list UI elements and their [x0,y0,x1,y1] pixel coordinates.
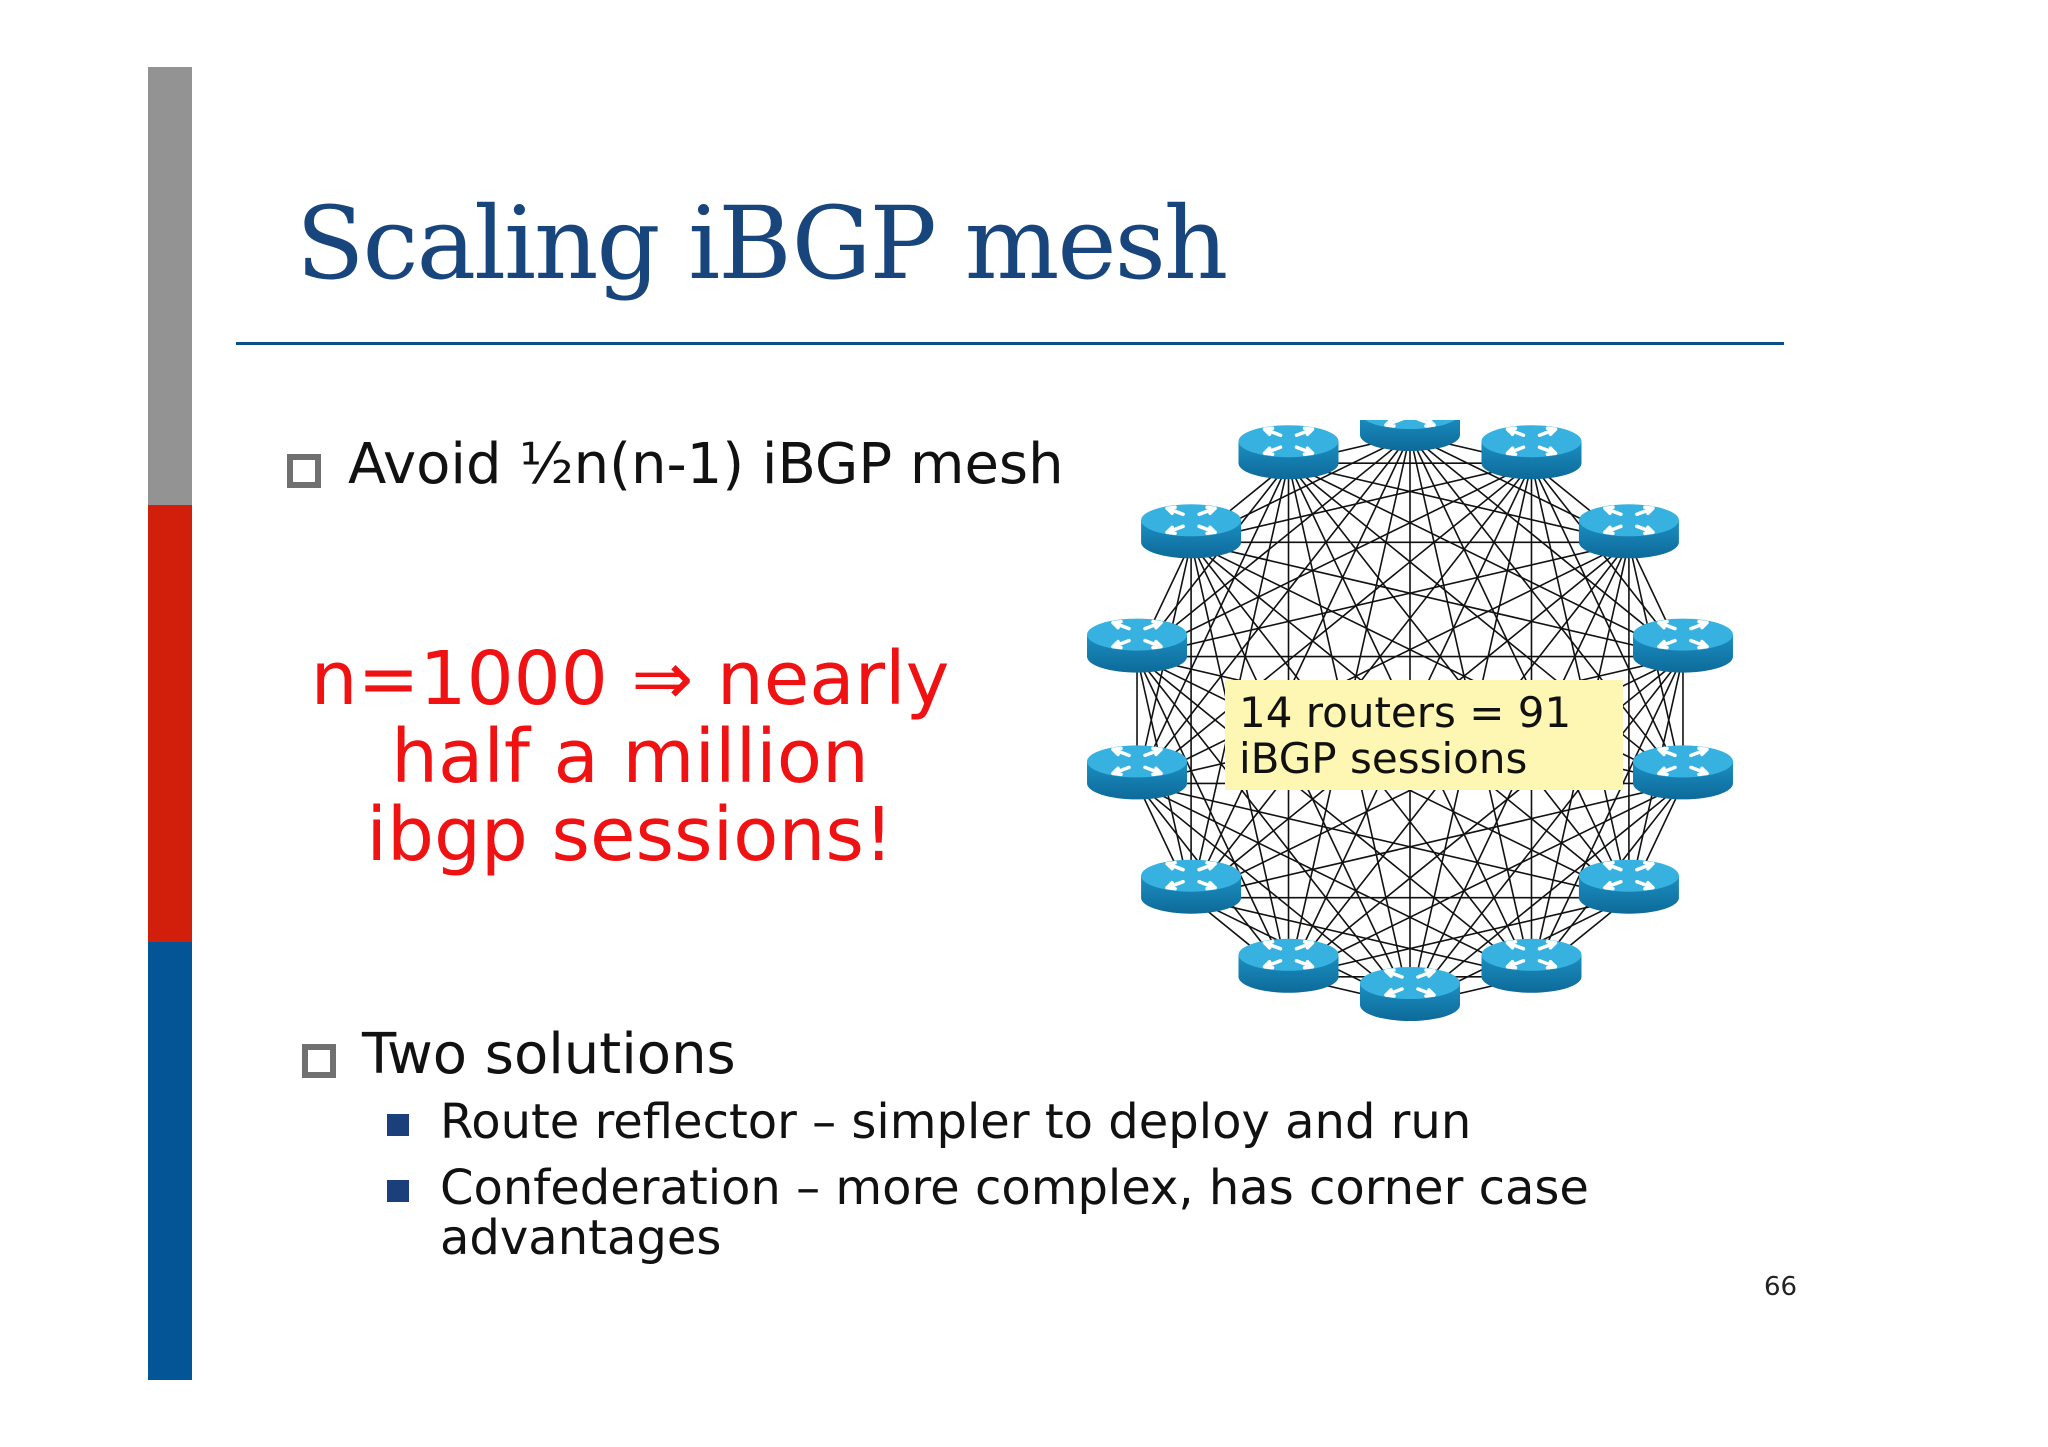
sub-bullet-route-reflector: Route reflector – simpler to deploy and … [440,1094,1472,1150]
ibgp-session-link [1288,462,1630,544]
ibgp-session-link [1136,462,1532,785]
ibgp-session-link [1136,656,1290,978]
ibgp-session-link [1136,655,1532,978]
ibgp-session-link [1409,434,1684,658]
router-icon [1479,937,1584,995]
ibgp-session-link [1190,434,1411,899]
hollow-square-bullet-icon [287,454,321,488]
ibgp-session-link [1136,782,1411,1006]
ibgp-session-link [1190,462,1532,544]
sessions-label: 14 routers = 91 iBGP sessions [1225,680,1623,790]
router-icon [1236,937,1341,995]
ibgp-session-link [1409,434,1630,899]
sidebar-bar-blue [148,942,192,1380]
callout-line-2: half a million [391,714,869,800]
ibgp-session-link [1136,462,1290,784]
ibgp-session-link [1190,896,1532,978]
bullet-avoid-mesh: Avoid ½n(n-1) iBGP mesh [348,432,1064,497]
router-icon [1479,423,1584,481]
sessions-label-line-2: iBGP sessions [1239,734,1528,783]
ibgp-session-link [1288,896,1630,978]
router-icon [1139,502,1243,561]
callout-line-3: ibgp sessions! [366,792,894,878]
hollow-square-bullet-icon [302,1044,336,1078]
filled-square-bullet-icon [387,1180,409,1202]
router-icon [1631,743,1735,802]
ibgp-session-link [1136,782,1532,978]
router-icon [1358,420,1462,453]
sub-bullet-confederation: Confederation – more complex, has corner… [440,1160,1589,1216]
router-icon [1236,423,1341,481]
router-icon [1577,502,1681,561]
bullet-two-solutions: Two solutions [362,1022,736,1087]
ibgp-session-link [1409,782,1684,1006]
ibgp-session-link [1136,434,1411,658]
ibgp-session-link [1288,462,1684,658]
ibgp-session-link [1136,782,1630,899]
router-icon [1577,857,1681,916]
router-icon [1631,616,1735,675]
router-icon [1139,857,1243,916]
sidebar-bar-gray [148,67,192,505]
page-number: 66 [1764,1272,1798,1302]
ibgp-session-link [1530,656,1684,978]
ibgp-session-link [1190,782,1684,899]
ibgp-session-link [1190,541,1684,658]
sub-bullet-confederation-cont: advantages [440,1210,722,1266]
callout-line-1: n=1000 ⇒ nearly [310,636,950,722]
ibgp-session-link [1530,462,1684,784]
ibgp-session-link [1136,541,1630,658]
callout-text: n=1000 ⇒ nearly half a million ibgp sess… [300,640,960,874]
title-divider [236,342,1784,345]
router-icon [1085,743,1189,802]
slide-title: Scaling iBGP mesh [296,185,1228,302]
sessions-label-line-1: 14 routers = 91 [1239,688,1572,737]
sidebar-bar-red [148,505,192,942]
router-icon [1358,965,1462,1023]
ibgp-session-link [1136,656,1411,1006]
router-icon [1085,616,1189,675]
filled-square-bullet-icon [387,1114,409,1136]
